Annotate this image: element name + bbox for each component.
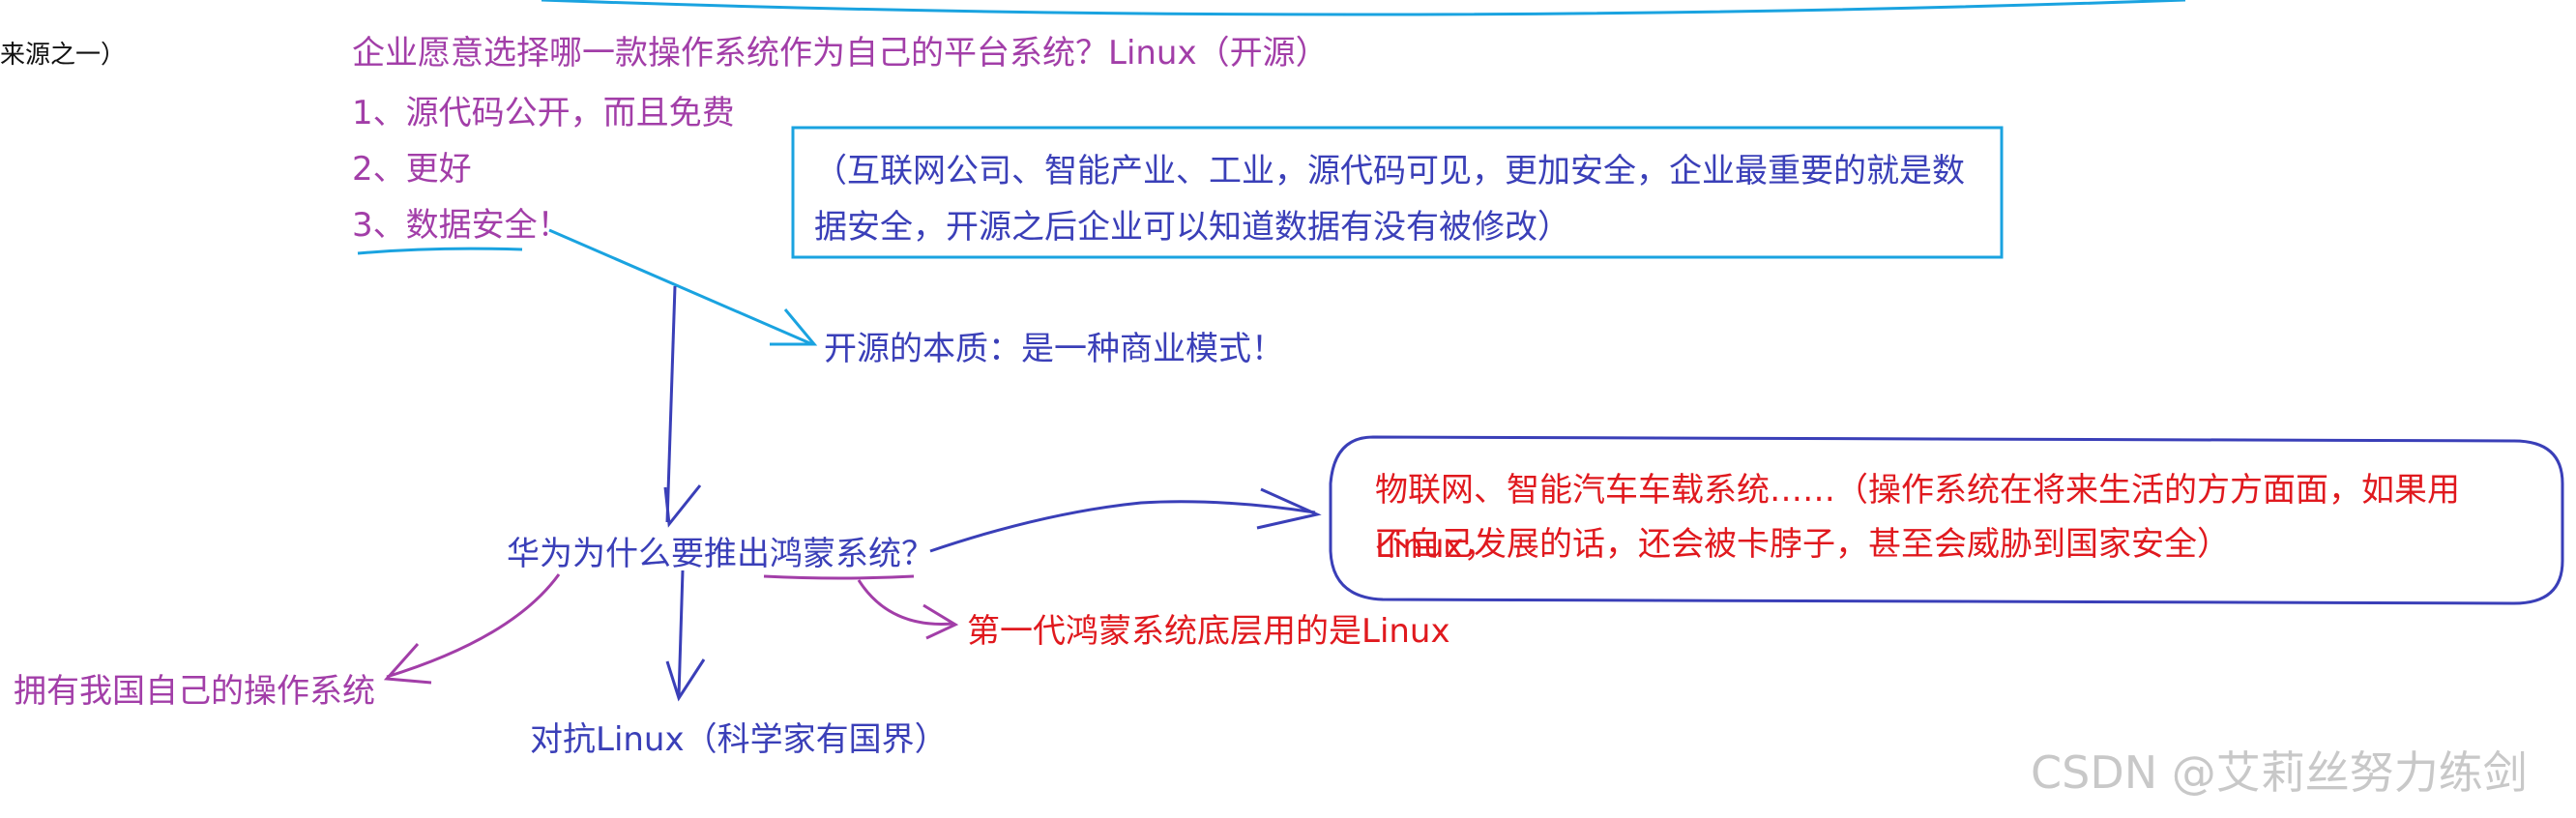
question-text: 企业愿意选择哪一款操作系统作为自己的平台系统？Linux（开源） <box>352 34 1329 73</box>
reason-2: 2、更好 <box>352 150 472 189</box>
csdn-watermark: CSDN @艾莉丝努力练剑 <box>2031 746 2528 799</box>
arrowhead-first-gen <box>922 603 959 640</box>
arrow-to-essence <box>548 228 813 346</box>
first-gen-text: 第一代鸿蒙系统底层用的是Linux <box>967 612 1450 651</box>
counter-linux-text: 对抗Linux（科学家有国界） <box>530 720 948 759</box>
arrow-down-to-counter <box>677 570 685 697</box>
own-os-text: 拥有我国自己的操作系统 <box>14 672 375 711</box>
underline-data-security <box>357 247 523 255</box>
arrowhead-huawei <box>663 484 702 528</box>
security-note-box <box>791 126 2004 259</box>
arrow-down-to-huawei <box>665 285 677 523</box>
arrowhead-own-os <box>383 643 432 685</box>
underline-harmonyos <box>763 574 915 580</box>
arrowhead-essence <box>770 308 818 346</box>
arrowhead-counter <box>665 658 706 702</box>
huawei-question: 华为为什么要推出鸿蒙系统？ <box>507 535 934 573</box>
corner-text: 来源之一） <box>0 41 127 70</box>
arrow-to-iot <box>929 500 1316 553</box>
iot-note-line-2: 不自己发展的话，还会被卡脖子，甚至会威胁到国家安全） <box>1375 525 2230 564</box>
reason-1: 1、源代码公开，而且免费 <box>352 94 735 132</box>
reason-3: 3、数据安全！ <box>352 206 571 245</box>
arrowhead-iot <box>1256 487 1322 530</box>
arrow-to-own-os <box>386 573 561 679</box>
security-note-line-1: （互联网公司、智能产业、工业，源代码可见，更加安全，企业最重要的就是数 <box>814 152 1965 190</box>
arrow-to-first-gen <box>857 579 953 626</box>
essence-text: 开源的本质：是一种商业模式！ <box>824 330 1284 368</box>
top-arc-stroke <box>541 0 2186 16</box>
security-note-line-2: 据安全，开源之后企业可以知道数据有没有被修改） <box>814 208 1570 247</box>
iot-note-line-1: 物联网、智能汽车车载系统……（操作系统在将来生活的方方面面，如果用Linux， <box>1375 471 2460 566</box>
iot-note-ellipse <box>1329 435 2564 605</box>
